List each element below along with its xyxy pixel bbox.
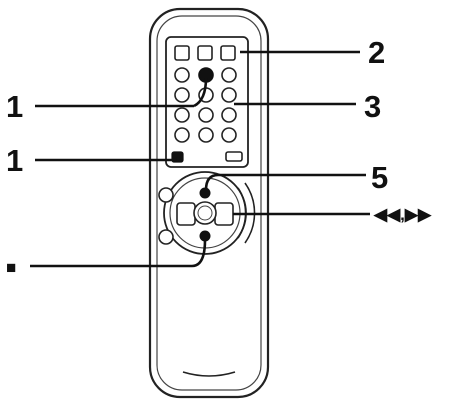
callout-label-2: 2 bbox=[368, 35, 385, 70]
keypad-button[interactable] bbox=[198, 127, 214, 143]
keypad-button[interactable] bbox=[198, 107, 214, 123]
keypad-button[interactable] bbox=[221, 87, 237, 103]
navigation-pad bbox=[158, 171, 256, 255]
remote-bottom bbox=[182, 371, 236, 377]
keypad-button[interactable] bbox=[221, 67, 237, 83]
callout-line-stop bbox=[30, 239, 207, 268]
callout-line-1a-connector bbox=[193, 77, 208, 108]
keypad-button[interactable] bbox=[174, 107, 190, 123]
function-button[interactable] bbox=[220, 45, 236, 61]
callout-line-5 bbox=[204, 173, 366, 191]
side-button[interactable] bbox=[158, 187, 174, 203]
callout-label-1b: 1 bbox=[6, 143, 23, 178]
play-button[interactable] bbox=[193, 201, 217, 225]
callout-label-rew-ff: ◀◀,▶▶ bbox=[373, 205, 432, 224]
side-button[interactable] bbox=[158, 229, 174, 245]
fast-forward-button[interactable] bbox=[214, 202, 234, 226]
callout-labels: 2 1 3 1 5 ◀◀,▶▶ ■ bbox=[6, 35, 432, 277]
callout-label-1a: 1 bbox=[6, 89, 23, 124]
up-button[interactable] bbox=[199, 187, 211, 199]
function-button[interactable] bbox=[174, 45, 190, 61]
rewind-button[interactable] bbox=[176, 202, 196, 226]
keypad-button[interactable] bbox=[221, 127, 237, 143]
keypad-button[interactable] bbox=[174, 67, 190, 83]
function-button[interactable] bbox=[197, 45, 213, 61]
keypad-button[interactable] bbox=[221, 107, 237, 123]
number-keypad bbox=[174, 67, 237, 143]
keypad-button[interactable] bbox=[174, 127, 190, 143]
callout-label-3: 3 bbox=[364, 89, 381, 124]
function-buttons bbox=[174, 45, 236, 61]
callout-label-stop: ■ bbox=[6, 258, 16, 277]
small-button[interactable] bbox=[225, 151, 243, 162]
callout-label-5: 5 bbox=[371, 160, 388, 195]
stop-button[interactable] bbox=[199, 230, 211, 242]
keypad-button[interactable] bbox=[174, 87, 190, 103]
callout-lines bbox=[30, 50, 370, 268]
play-button-inner bbox=[197, 205, 213, 221]
